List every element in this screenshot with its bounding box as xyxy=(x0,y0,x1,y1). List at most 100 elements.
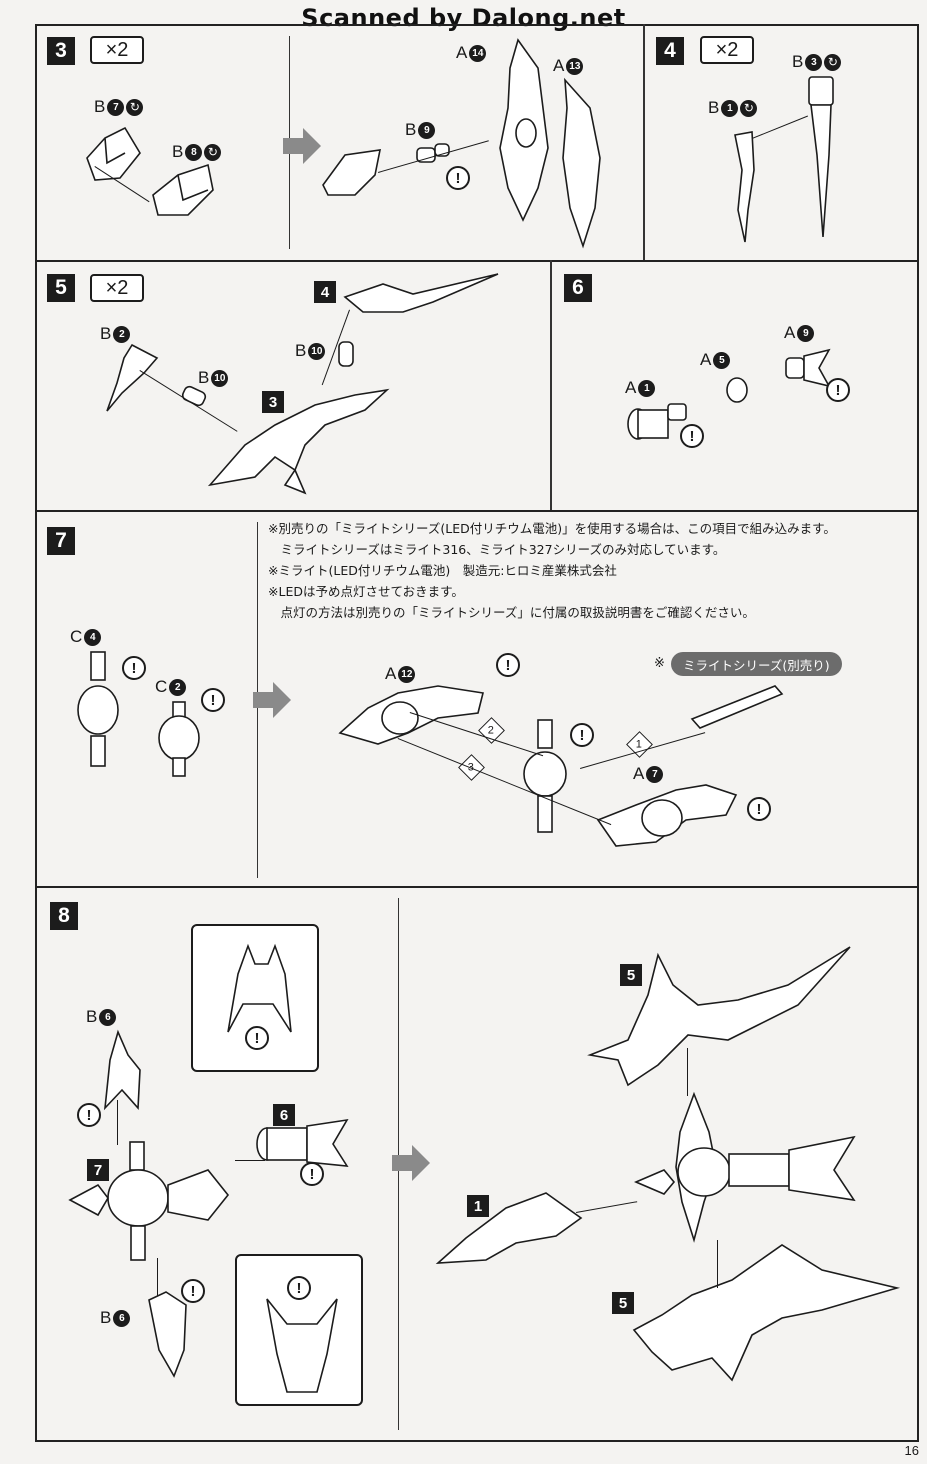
part-a5-drawing xyxy=(726,377,748,403)
caution-icon: ! xyxy=(747,797,771,821)
divider xyxy=(550,260,552,512)
note-line: ※別売りの「ミライトシリーズ(LED付リチウム電池)」を使用する場合は、この項目… xyxy=(268,521,836,536)
step-5-number: 5 xyxy=(47,274,75,302)
caution-icon: ! xyxy=(181,1279,205,1303)
part-b1-drawing xyxy=(734,131,755,243)
step-3-number: 3 xyxy=(47,37,75,65)
rotate-icon: ↻ xyxy=(824,53,842,71)
part-b6-detail-drawing xyxy=(266,1298,338,1393)
part-b3-drawing xyxy=(808,76,834,238)
part-b8-drawing xyxy=(152,163,214,216)
part-4-blade-drawing xyxy=(343,273,499,313)
part-b2-drawing xyxy=(106,343,159,412)
part-a1-drawing xyxy=(627,403,687,440)
part-1-drawing xyxy=(435,1192,583,1264)
caution-icon: ! xyxy=(680,424,704,448)
divider xyxy=(643,24,645,262)
part-c-assembly-drawing xyxy=(523,719,567,833)
ref-step-1: 1 xyxy=(467,1195,489,1217)
part-b6-upper-drawing xyxy=(103,1029,141,1111)
part-c4-drawing xyxy=(77,651,119,767)
rotate-icon: ↻ xyxy=(126,98,144,116)
step-7-number: 7 xyxy=(47,527,75,555)
caution-icon: ! xyxy=(122,656,146,680)
note-line: ミライトシリーズはミライト316、ミライト327シリーズのみ対応しています。 xyxy=(268,542,726,557)
assembly-arrow xyxy=(157,1258,158,1296)
part-b7-drawing xyxy=(86,126,141,181)
detail-inset-top: ! xyxy=(191,924,319,1072)
step-6-number: 6 xyxy=(564,274,592,302)
mirai-led-battery-drawing xyxy=(690,685,784,729)
step-5-multiplier: ×2 xyxy=(90,274,144,302)
part-c2-drawing xyxy=(158,701,200,777)
step-8-panel xyxy=(35,886,919,1442)
flow-arrow-icon xyxy=(283,128,321,164)
note-line: ※ミライト(LED付リチウム電池) 製造元:ヒロミ産業株式会社 xyxy=(268,563,617,578)
part-a13-drawing xyxy=(562,77,601,249)
caution-icon: ! xyxy=(287,1276,311,1300)
ref-step-5-upper: 5 xyxy=(620,964,642,986)
caution-icon: ! xyxy=(826,378,850,402)
step-3-multiplier: ×2 xyxy=(90,36,144,64)
ref-step-3: 3 xyxy=(262,391,284,413)
note-line: ※LEDは予め点灯させておきます。 xyxy=(268,584,464,599)
page-number: 16 xyxy=(904,1443,919,1458)
caution-icon: ! xyxy=(496,653,520,677)
part-5-lower-wing-drawing xyxy=(632,1244,901,1382)
assembly-arrow xyxy=(687,1048,688,1096)
optional-part-badge: ミライトシリーズ(別売り) xyxy=(671,652,842,676)
part-a7-drawing xyxy=(596,784,738,847)
pill-prefix: ※ xyxy=(654,656,665,671)
caution-icon: ! xyxy=(570,723,594,747)
watermark: Scanned by Dalong.net xyxy=(301,4,626,32)
part-3-wing-drawing xyxy=(207,388,390,495)
part-b7-b8-assembly-drawing xyxy=(322,149,382,196)
assembly-arrow xyxy=(717,1240,718,1288)
caution-icon: ! xyxy=(77,1103,101,1127)
note-line: 点灯の方法は別売りの「ミライトシリーズ」に付属の取扱説明書をご確認ください。 xyxy=(268,605,755,620)
caution-icon: ! xyxy=(201,688,225,712)
part-5-upper-wing-drawing xyxy=(587,946,851,1087)
step-4-multiplier: ×2 xyxy=(700,36,754,64)
step-4-number: 4 xyxy=(656,37,684,65)
ref-step-5-lower: 5 xyxy=(612,1292,634,1314)
assembly-arrow xyxy=(117,1100,118,1145)
step-8-number: 8 xyxy=(50,902,78,930)
part-a9-drawing xyxy=(785,348,831,388)
part-6-drawing xyxy=(256,1118,349,1167)
step-7-notes: ※別売りの「ミライトシリーズ(LED付リチウム電池)」を使用する場合は、この項目… xyxy=(268,518,918,623)
rotate-icon: ↻ xyxy=(204,143,222,161)
ref-step-4: 4 xyxy=(314,281,336,303)
part-b6-detail-drawing xyxy=(227,943,292,1033)
caution-icon: ! xyxy=(446,166,470,190)
part-7-core-drawing xyxy=(68,1141,230,1261)
flow-arrow-icon xyxy=(253,682,291,718)
part-b6-lower-drawing xyxy=(148,1291,187,1378)
rotate-icon: ↻ xyxy=(740,99,758,117)
part-a14-drawing xyxy=(499,38,549,222)
flow-arrow-icon xyxy=(392,1145,430,1181)
part-a12-drawing xyxy=(338,685,484,745)
caution-icon: ! xyxy=(245,1026,269,1050)
assembly-arrow xyxy=(235,1160,265,1161)
part-b10-pin-drawing xyxy=(338,341,354,367)
detail-inset-bottom: ! xyxy=(235,1254,363,1406)
